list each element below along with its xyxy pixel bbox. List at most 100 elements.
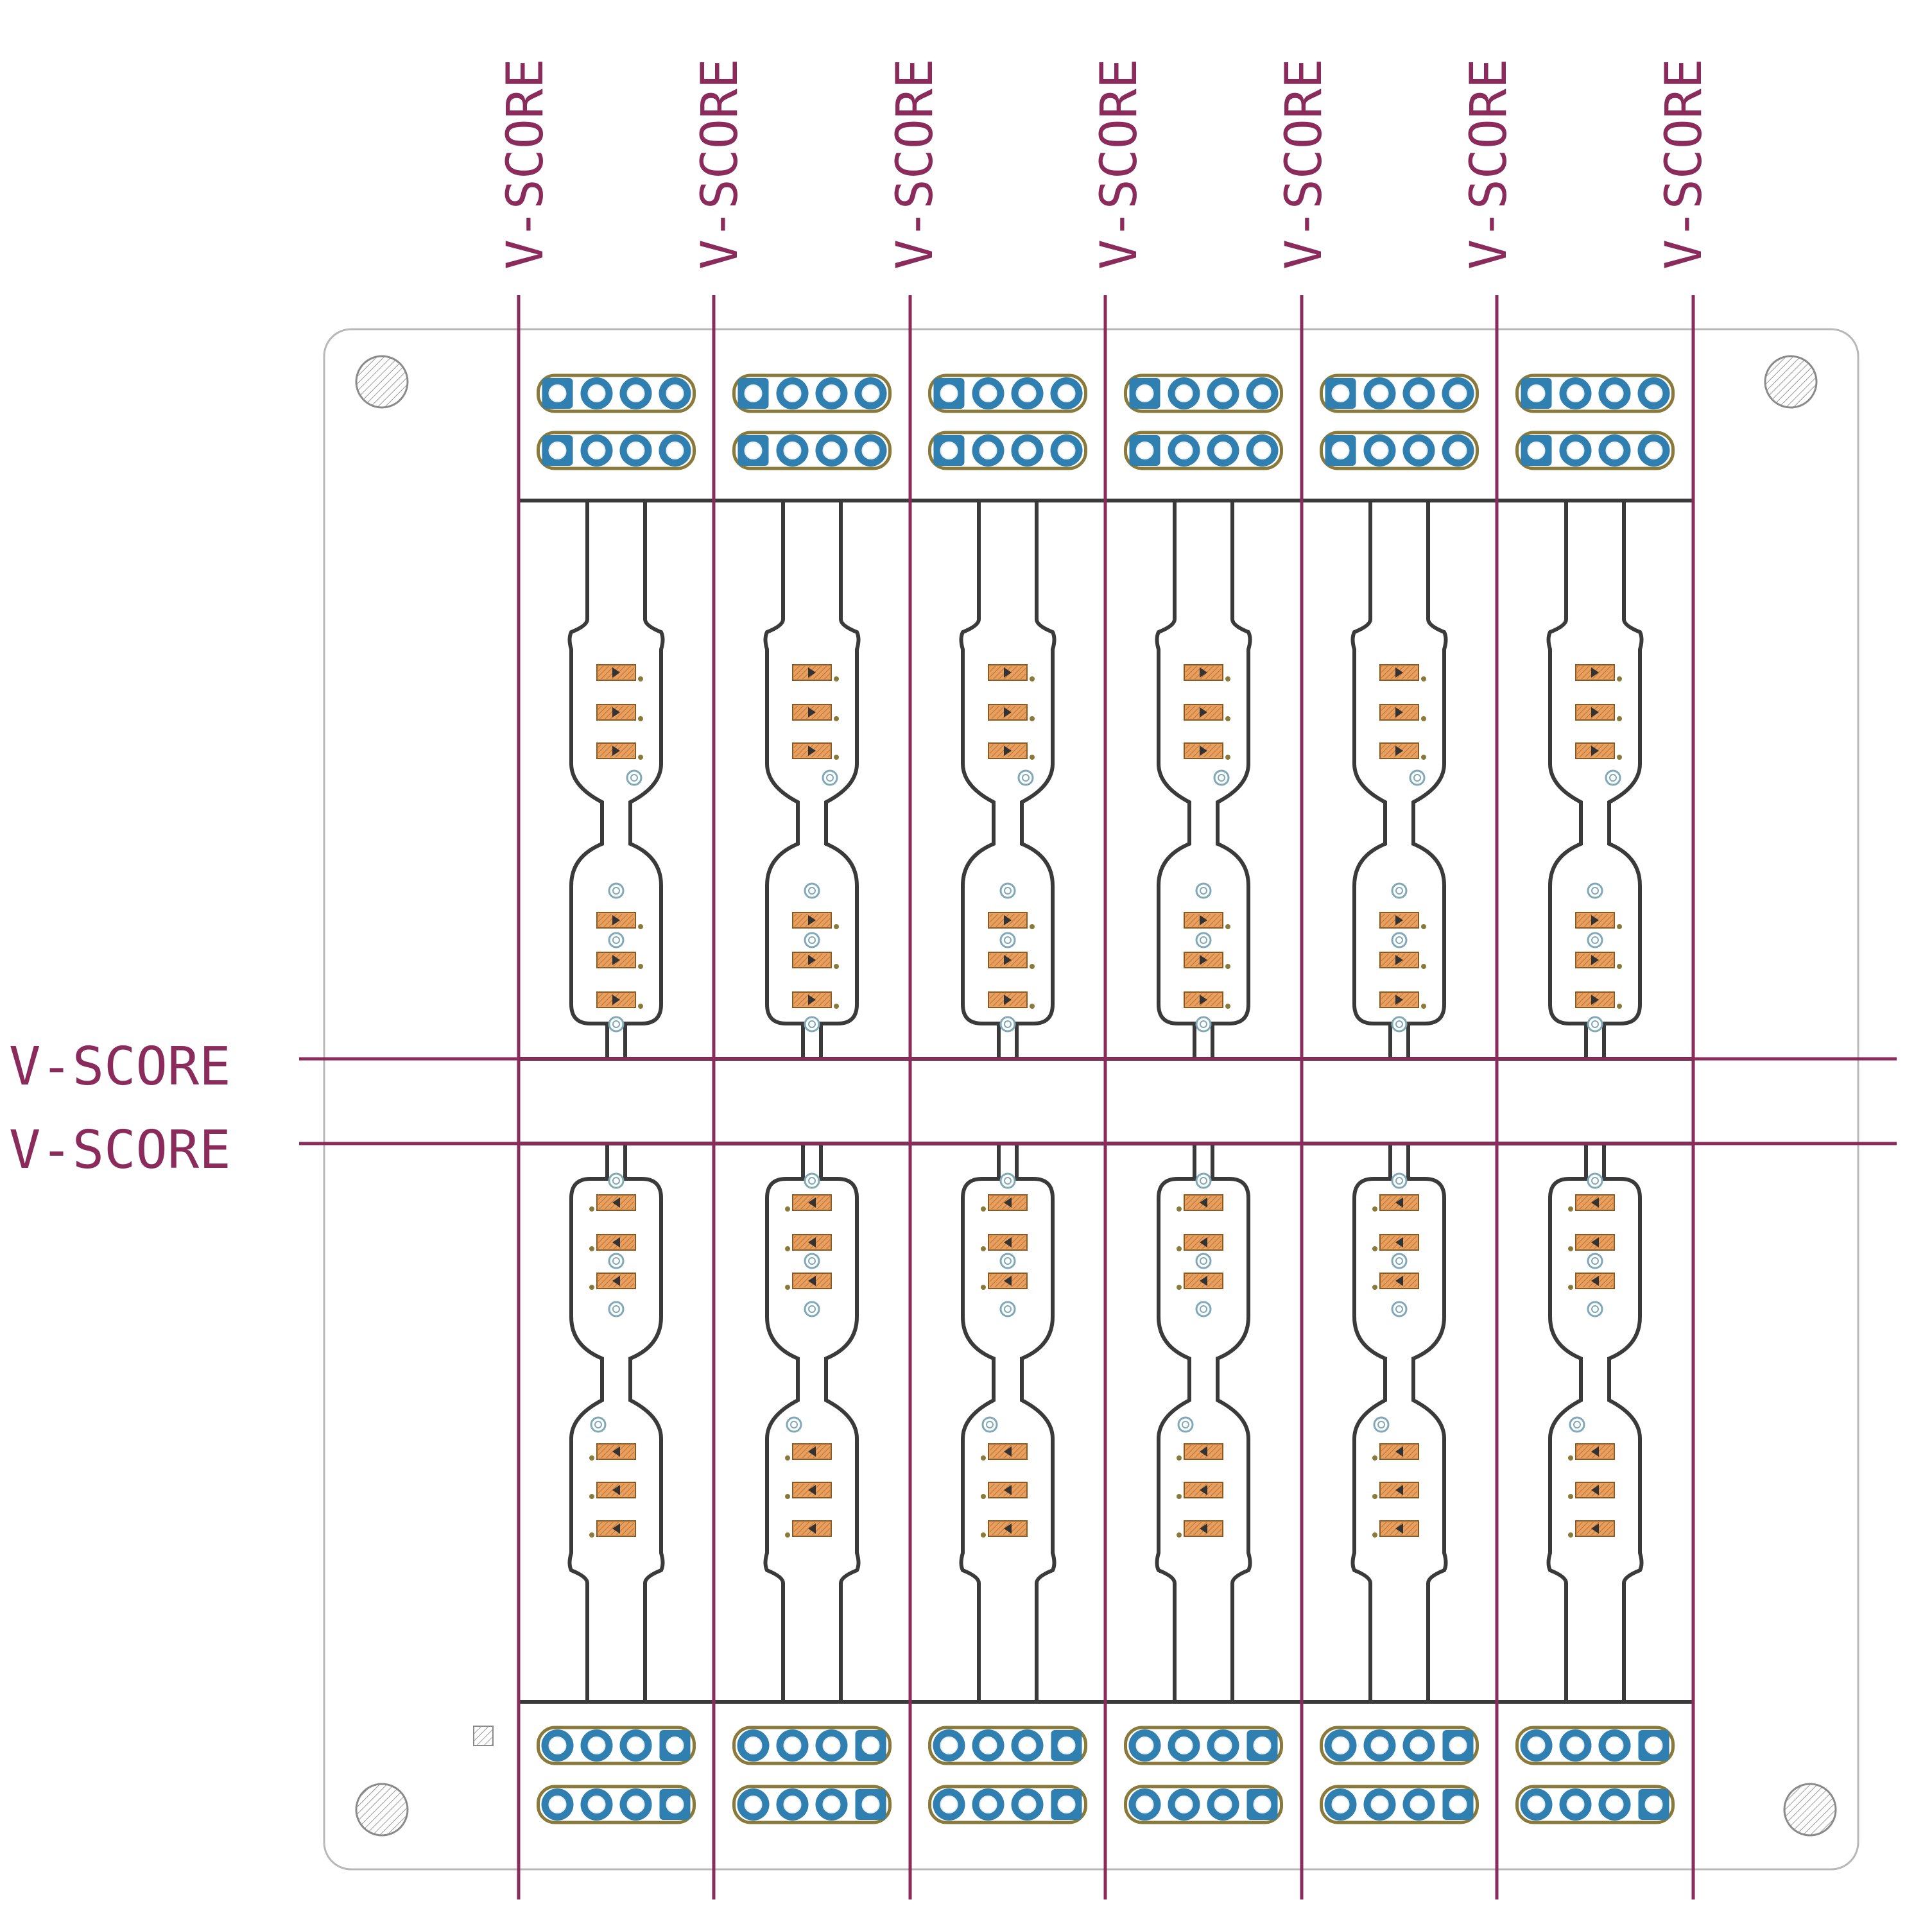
header-outline [1124, 431, 1283, 470]
polarity-dot [981, 1285, 986, 1290]
polarity-dot [834, 755, 839, 760]
pad-drill [1018, 442, 1037, 459]
polarity-dot [834, 924, 839, 929]
horizontal-score-labels: V-SCORE V-SCORE [9, 1036, 231, 1181]
diode-symbol [612, 1237, 620, 1247]
v-score-label: V-SCORE [1091, 58, 1148, 270]
diode-symbol [1200, 1485, 1207, 1495]
via-drill [1591, 936, 1599, 944]
panel-board-outline [911, 1144, 1104, 1704]
via-drill [1218, 774, 1225, 782]
diode-symbol [1591, 1197, 1599, 1208]
smd-led [596, 704, 643, 721]
diode-symbol [1395, 1446, 1403, 1457]
via [786, 1416, 802, 1433]
pad-drill [1449, 384, 1467, 402]
pad-drill [666, 384, 684, 402]
header-outline [1320, 431, 1479, 470]
pad-drill [744, 1796, 763, 1813]
diode-symbol [1200, 995, 1207, 1005]
pad-drill [940, 442, 958, 459]
pad-drill [1135, 1796, 1154, 1813]
diode-symbol [1200, 915, 1207, 925]
diode-symbol [1200, 1237, 1207, 1247]
header-outline [1124, 373, 1283, 413]
pad-drill [1253, 442, 1272, 459]
v-score-label: V-SCORE [1275, 58, 1333, 270]
via-drill [1200, 1020, 1207, 1028]
pad-drill [783, 384, 802, 402]
via [608, 1301, 625, 1317]
pad-drill [1175, 384, 1193, 402]
header-outline [732, 1726, 892, 1765]
smd-led [1568, 1194, 1615, 1212]
via-drill [986, 1421, 994, 1428]
header-outline [928, 1726, 1087, 1765]
polarity-dot [1568, 1246, 1573, 1251]
smd-led [792, 704, 839, 721]
v-score-label: V-SCORE [9, 1036, 231, 1097]
via [1195, 1253, 1212, 1269]
smd-led [1372, 1194, 1419, 1212]
smd-led [1372, 1520, 1419, 1538]
board-outline [323, 328, 1859, 1871]
smd-led [1379, 912, 1426, 929]
smd-led [1568, 1520, 1615, 1538]
pad-drill [1057, 442, 1076, 459]
smd-led [792, 664, 839, 682]
diode-symbol [612, 995, 620, 1005]
polarity-dot [1177, 1285, 1182, 1290]
smd-led [596, 742, 643, 760]
smd-led [1372, 1234, 1419, 1251]
via [1195, 1301, 1212, 1317]
via [981, 1416, 998, 1433]
pin-header [1320, 373, 1479, 413]
pad-drill [1527, 1796, 1546, 1813]
via [1195, 932, 1212, 948]
diode-symbol [808, 1446, 816, 1457]
pad-drill [1527, 442, 1546, 459]
diode-symbol [1004, 1523, 1012, 1534]
header-outline [537, 1785, 696, 1824]
pad-drill [1410, 384, 1428, 402]
pad-drill [1370, 1736, 1389, 1754]
via [1605, 769, 1621, 786]
pad-drill [1135, 1736, 1154, 1754]
smd-led [988, 952, 1035, 969]
polarity-dot [1421, 964, 1426, 969]
polarity-dot [1568, 1206, 1573, 1212]
diode-symbol [808, 1485, 816, 1495]
polarity-dot [1617, 924, 1622, 929]
pin-header [1124, 373, 1283, 413]
pad-drill [1644, 442, 1663, 459]
smd-led [1575, 742, 1622, 760]
via-drill [808, 1257, 816, 1265]
polarity-dot [1372, 1494, 1377, 1499]
pin-header [537, 431, 696, 470]
diode-symbol [1004, 1197, 1012, 1208]
v-score-label: V-SCORE [1655, 58, 1713, 270]
header-outline [1515, 1785, 1675, 1824]
header-outline [1515, 1726, 1675, 1765]
pin-header [537, 1785, 696, 1824]
header-outline [928, 373, 1087, 413]
diode-symbol [1591, 955, 1599, 965]
via [804, 1016, 820, 1033]
via-drill [1395, 887, 1403, 895]
diode-symbol [1591, 995, 1599, 1005]
diode-symbol [1591, 1276, 1599, 1286]
polarity-dot [1030, 924, 1035, 929]
smd-led [988, 912, 1035, 929]
smd-led [988, 742, 1035, 760]
pad-drill [1410, 1736, 1428, 1754]
smd-led [981, 1234, 1028, 1251]
polarity-dot [638, 676, 643, 682]
polarity-dot [1421, 676, 1426, 682]
diode-symbol [808, 746, 816, 756]
via [1587, 882, 1603, 899]
smd-led [1177, 1273, 1223, 1290]
pad-drill [822, 384, 841, 402]
pad-drill [1605, 442, 1624, 459]
diode-symbol [1200, 955, 1207, 965]
pin-header [1515, 1726, 1675, 1765]
